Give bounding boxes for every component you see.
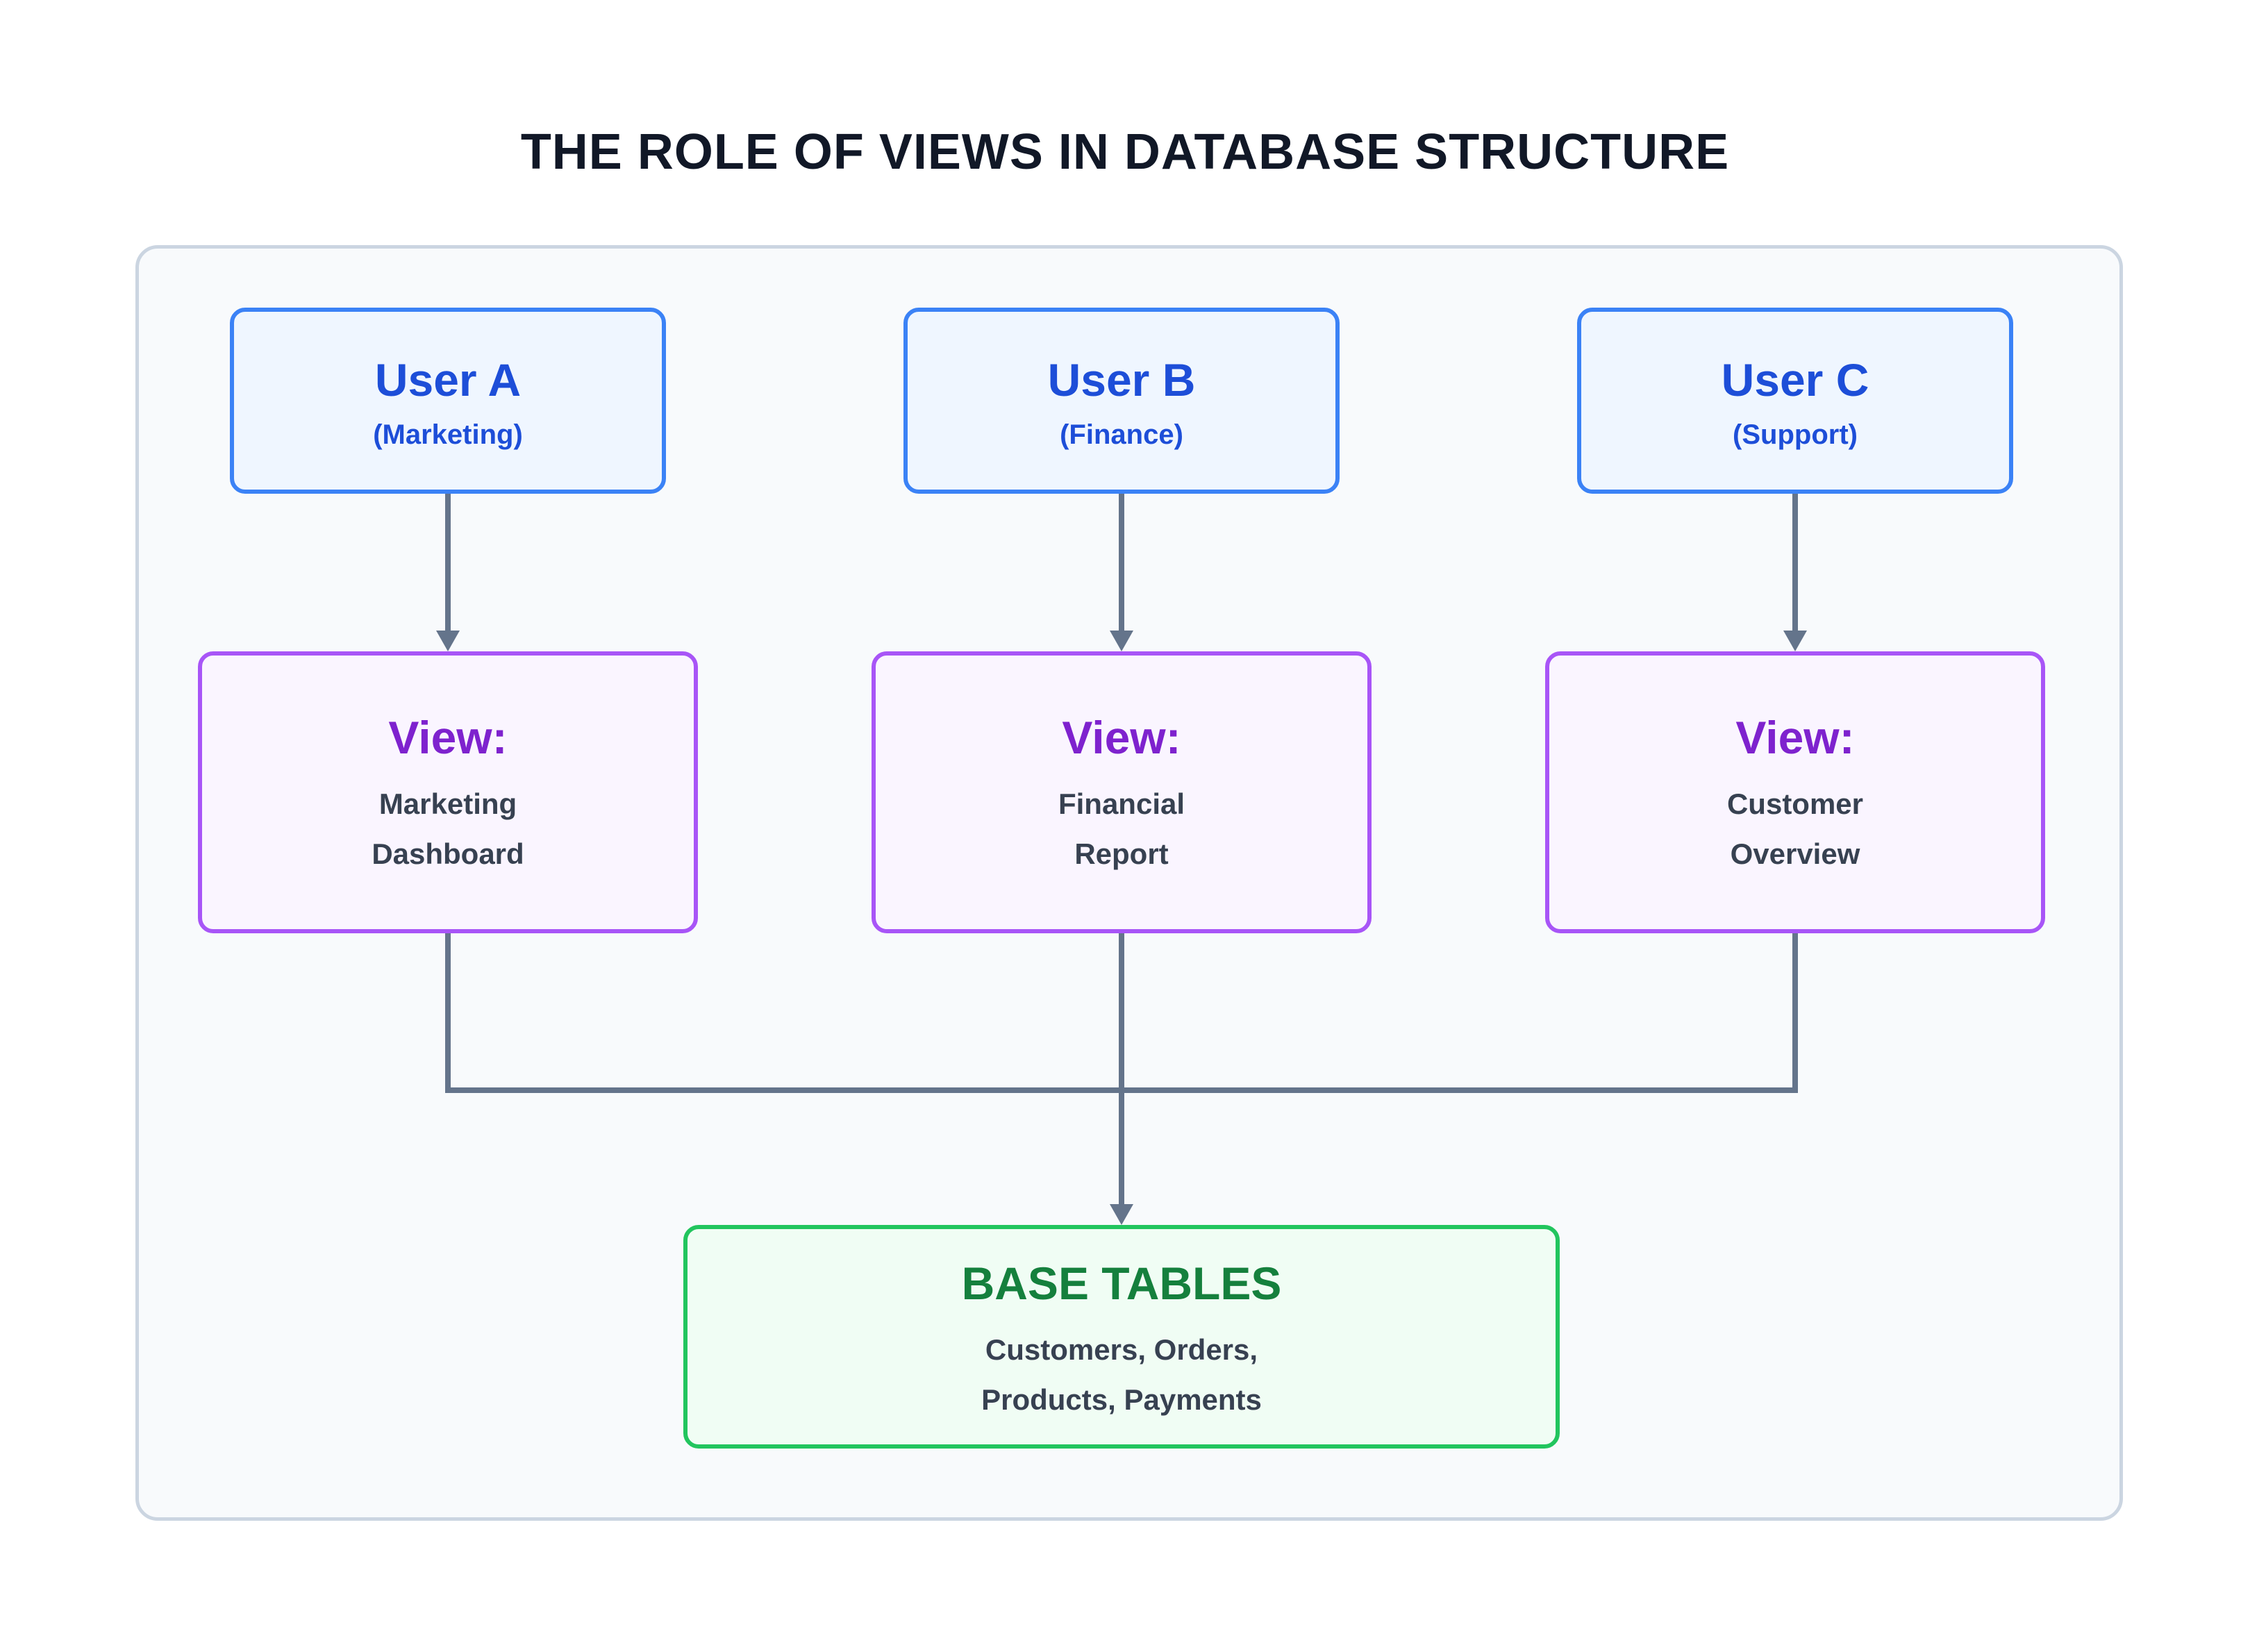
view-label: View: (1062, 712, 1181, 763)
user-c-box: User C (Support) (1577, 308, 2013, 494)
view-name-line1: Customer (1726, 787, 1864, 820)
arrowhead-base (1110, 1204, 1133, 1225)
view-name-line1: Marketing (378, 787, 517, 820)
view-name-line2: Overview (1730, 837, 1860, 870)
user-b-name: User B (1047, 354, 1196, 406)
user-b-dept: (Finance) (1060, 419, 1183, 450)
user-a-dept: (Marketing) (373, 419, 523, 450)
user-b-box: User B (Finance) (903, 308, 1340, 494)
user-a-name: User A (374, 354, 522, 406)
arrowhead-user-a (436, 631, 460, 651)
arrowhead-user-b (1110, 631, 1133, 651)
base-tables-title: BASE TABLES (961, 1258, 1282, 1309)
user-c-dept: (Support) (1733, 419, 1858, 450)
view-customer-box: View: Customer Overview (1545, 651, 2045, 933)
base-tables-box: BASE TABLES Customers, Orders, Products,… (683, 1225, 1560, 1449)
view-name-line2: Report (1074, 837, 1169, 870)
diagram-title: THE ROLE OF VIEWS IN DATABASE STRUCTURE (520, 124, 1730, 180)
view-financial-box: View: Financial Report (872, 651, 1372, 933)
user-a-box: User A (Marketing) (230, 308, 666, 494)
base-tables-line2: Products, Payments (981, 1383, 1262, 1416)
view-marketing-box: View: Marketing Dashboard (198, 651, 698, 933)
view-label: View: (1735, 712, 1855, 763)
user-c-name: User C (1721, 354, 1869, 406)
view-label: View: (388, 712, 508, 763)
view-name-line1: Financial (1058, 787, 1185, 820)
view-name-line2: Dashboard (372, 837, 524, 870)
base-tables-line1: Customers, Orders, (985, 1333, 1258, 1366)
arrowhead-user-c (1783, 631, 1807, 651)
